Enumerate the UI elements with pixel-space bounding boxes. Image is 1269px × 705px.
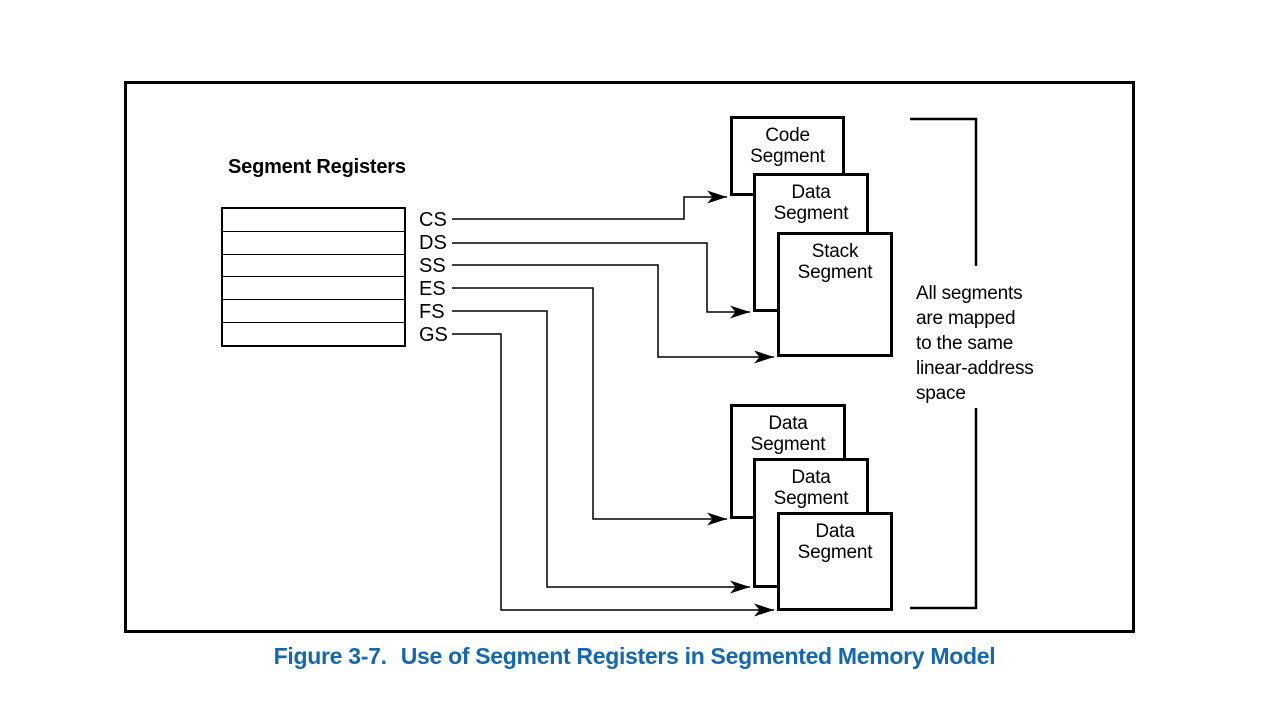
segment-register-table [221, 207, 406, 347]
register-label-ss: SS [419, 255, 446, 277]
data-segment-2-label-line2: Segment [773, 488, 849, 509]
register-row-cs [223, 209, 404, 232]
note-line-1: All segments [916, 283, 1023, 304]
register-label-es: ES [419, 278, 446, 300]
figure-frame [124, 81, 1135, 633]
connector-es-arrow [452, 287, 727, 526]
register-row-ss [223, 255, 404, 278]
stack-segment-box: Stack Segment [777, 232, 893, 357]
data-segment-2-label-line1: Data [791, 467, 831, 488]
connector-ds-arrow [452, 242, 750, 319]
connector-gs-arrow [452, 333, 774, 617]
data-segment-label-line1: Data [791, 182, 831, 203]
figure-caption-title: Use of Segment Registers in Segmented Me… [400, 643, 996, 669]
data-segment-box-3: Data Segment [777, 512, 893, 611]
register-label-gs: GS [419, 324, 448, 346]
register-label-fs: FS [419, 301, 445, 323]
register-label-ds: DS [419, 232, 447, 254]
stack-segment-label-line2: Segment [797, 262, 873, 283]
note-line-5: space [916, 383, 966, 404]
register-row-fs [223, 300, 404, 324]
register-row-ds [223, 232, 404, 255]
data-segment-1-label-line2: Segment [750, 434, 826, 455]
code-segment-label-line1: Code [765, 125, 810, 146]
linear-address-note: All segments are mapped to the same line… [916, 281, 1066, 406]
code-segment-label-line2: Segment [750, 146, 825, 167]
connector-ss-arrow [452, 264, 774, 364]
stack-segment-label-line1: Stack [811, 241, 859, 262]
note-line-3: to the same [916, 333, 1014, 354]
data-segment-3-label-line2: Segment [797, 542, 873, 563]
linear-space-bracket-bottom [910, 408, 978, 610]
register-label-cs: CS [419, 209, 447, 231]
connector-cs-arrow [452, 190, 727, 220]
note-line-4: linear-address [916, 358, 1034, 379]
data-segment-1-label-line1: Data [768, 413, 808, 434]
segment-registers-heading: Segment Registers [228, 156, 406, 178]
register-row-gs [223, 323, 404, 345]
connector-fs-arrow [452, 310, 750, 594]
linear-space-bracket-top [910, 117, 978, 266]
register-row-es [223, 277, 404, 301]
data-segment-label-line2: Segment [773, 203, 849, 224]
figure-caption: Figure 3-7. Use of Segment Registers in S… [0, 643, 1269, 670]
data-segment-3-label-line1: Data [815, 521, 855, 542]
note-line-2: are mapped [916, 308, 1016, 329]
figure-caption-number: Figure 3-7. [273, 643, 387, 669]
